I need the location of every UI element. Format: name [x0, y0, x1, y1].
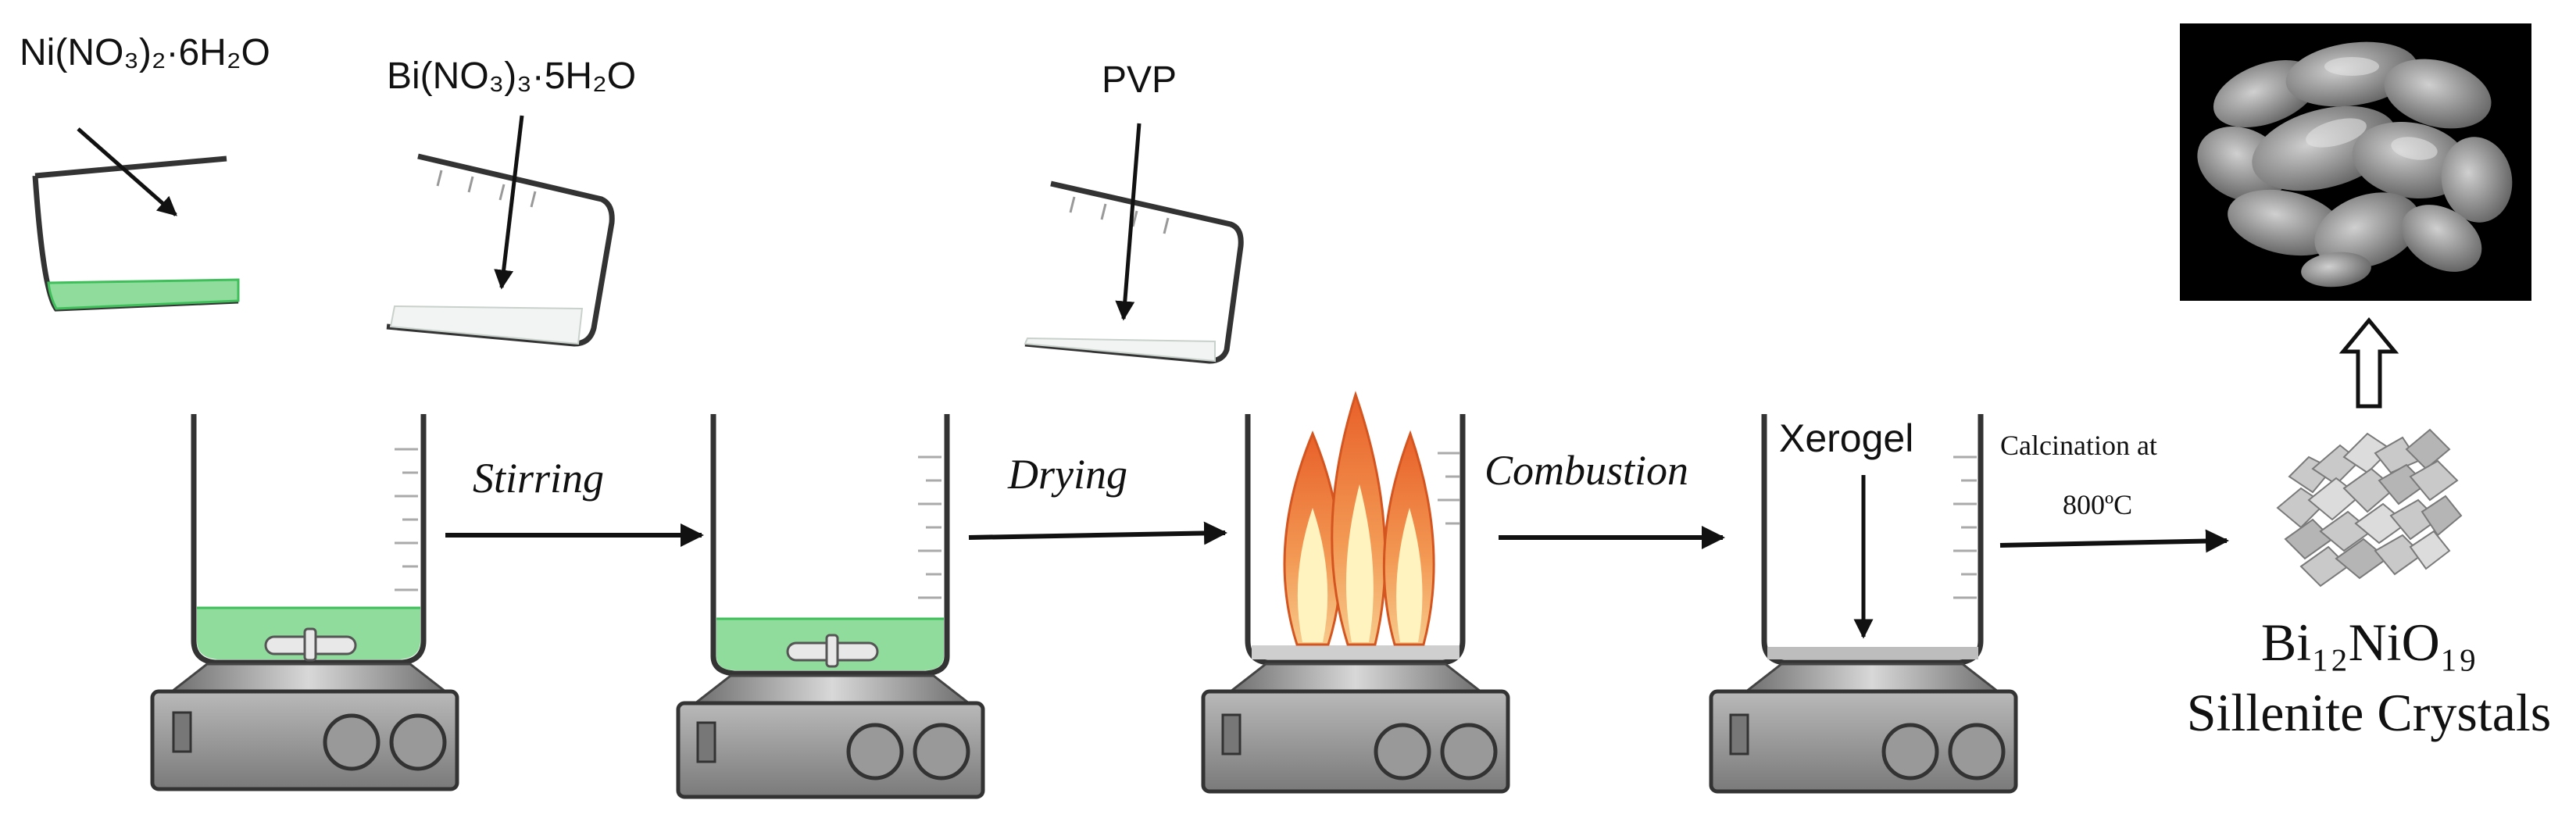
- pvp-arrow: [1115, 123, 1142, 321]
- combustion-label: Combustion: [1485, 447, 1688, 494]
- calcination-arrow: [1999, 529, 2229, 553]
- bismuth-arrow: [494, 115, 524, 290]
- product-name: Sillenite Crystals: [2187, 683, 2552, 742]
- pouring-beaker-bismuth: [386, 153, 615, 347]
- nickel-nitrate-label: Ni(NO₃)₂·6H₂O: [20, 32, 270, 73]
- xerogel-station: [1709, 414, 2018, 794]
- drying-label: Drying: [1007, 451, 1127, 498]
- stirring-label: Stirring: [473, 455, 604, 502]
- xerogel-label: Xerogel: [1779, 416, 1913, 460]
- product-formula: Bi₁₂NiO₁₉: [2261, 613, 2477, 672]
- crystal-cluster-icon: [2276, 428, 2463, 588]
- nickel-arrow: [77, 127, 177, 216]
- bismuth-nitrate-label: Bi(NO₃)₃·5H₂O: [387, 55, 636, 97]
- calcination-label-line1: Calcination at: [2000, 430, 2157, 461]
- up-arrow-icon: [2338, 317, 2399, 409]
- stirrer-station-2: [676, 414, 985, 799]
- flame-icon: [1283, 391, 1435, 646]
- combustion-station: [1201, 391, 1510, 794]
- calcination-label-line2: 800ºC: [2063, 489, 2132, 520]
- sem-micrograph: [2180, 23, 2531, 301]
- stirrer-station-1: [150, 414, 459, 791]
- pouring-beaker-nickel: [32, 155, 240, 312]
- pvp-label: PVP: [1102, 59, 1177, 101]
- pouring-beaker-pvp: [1024, 180, 1244, 364]
- drying-arrow: [968, 521, 1227, 545]
